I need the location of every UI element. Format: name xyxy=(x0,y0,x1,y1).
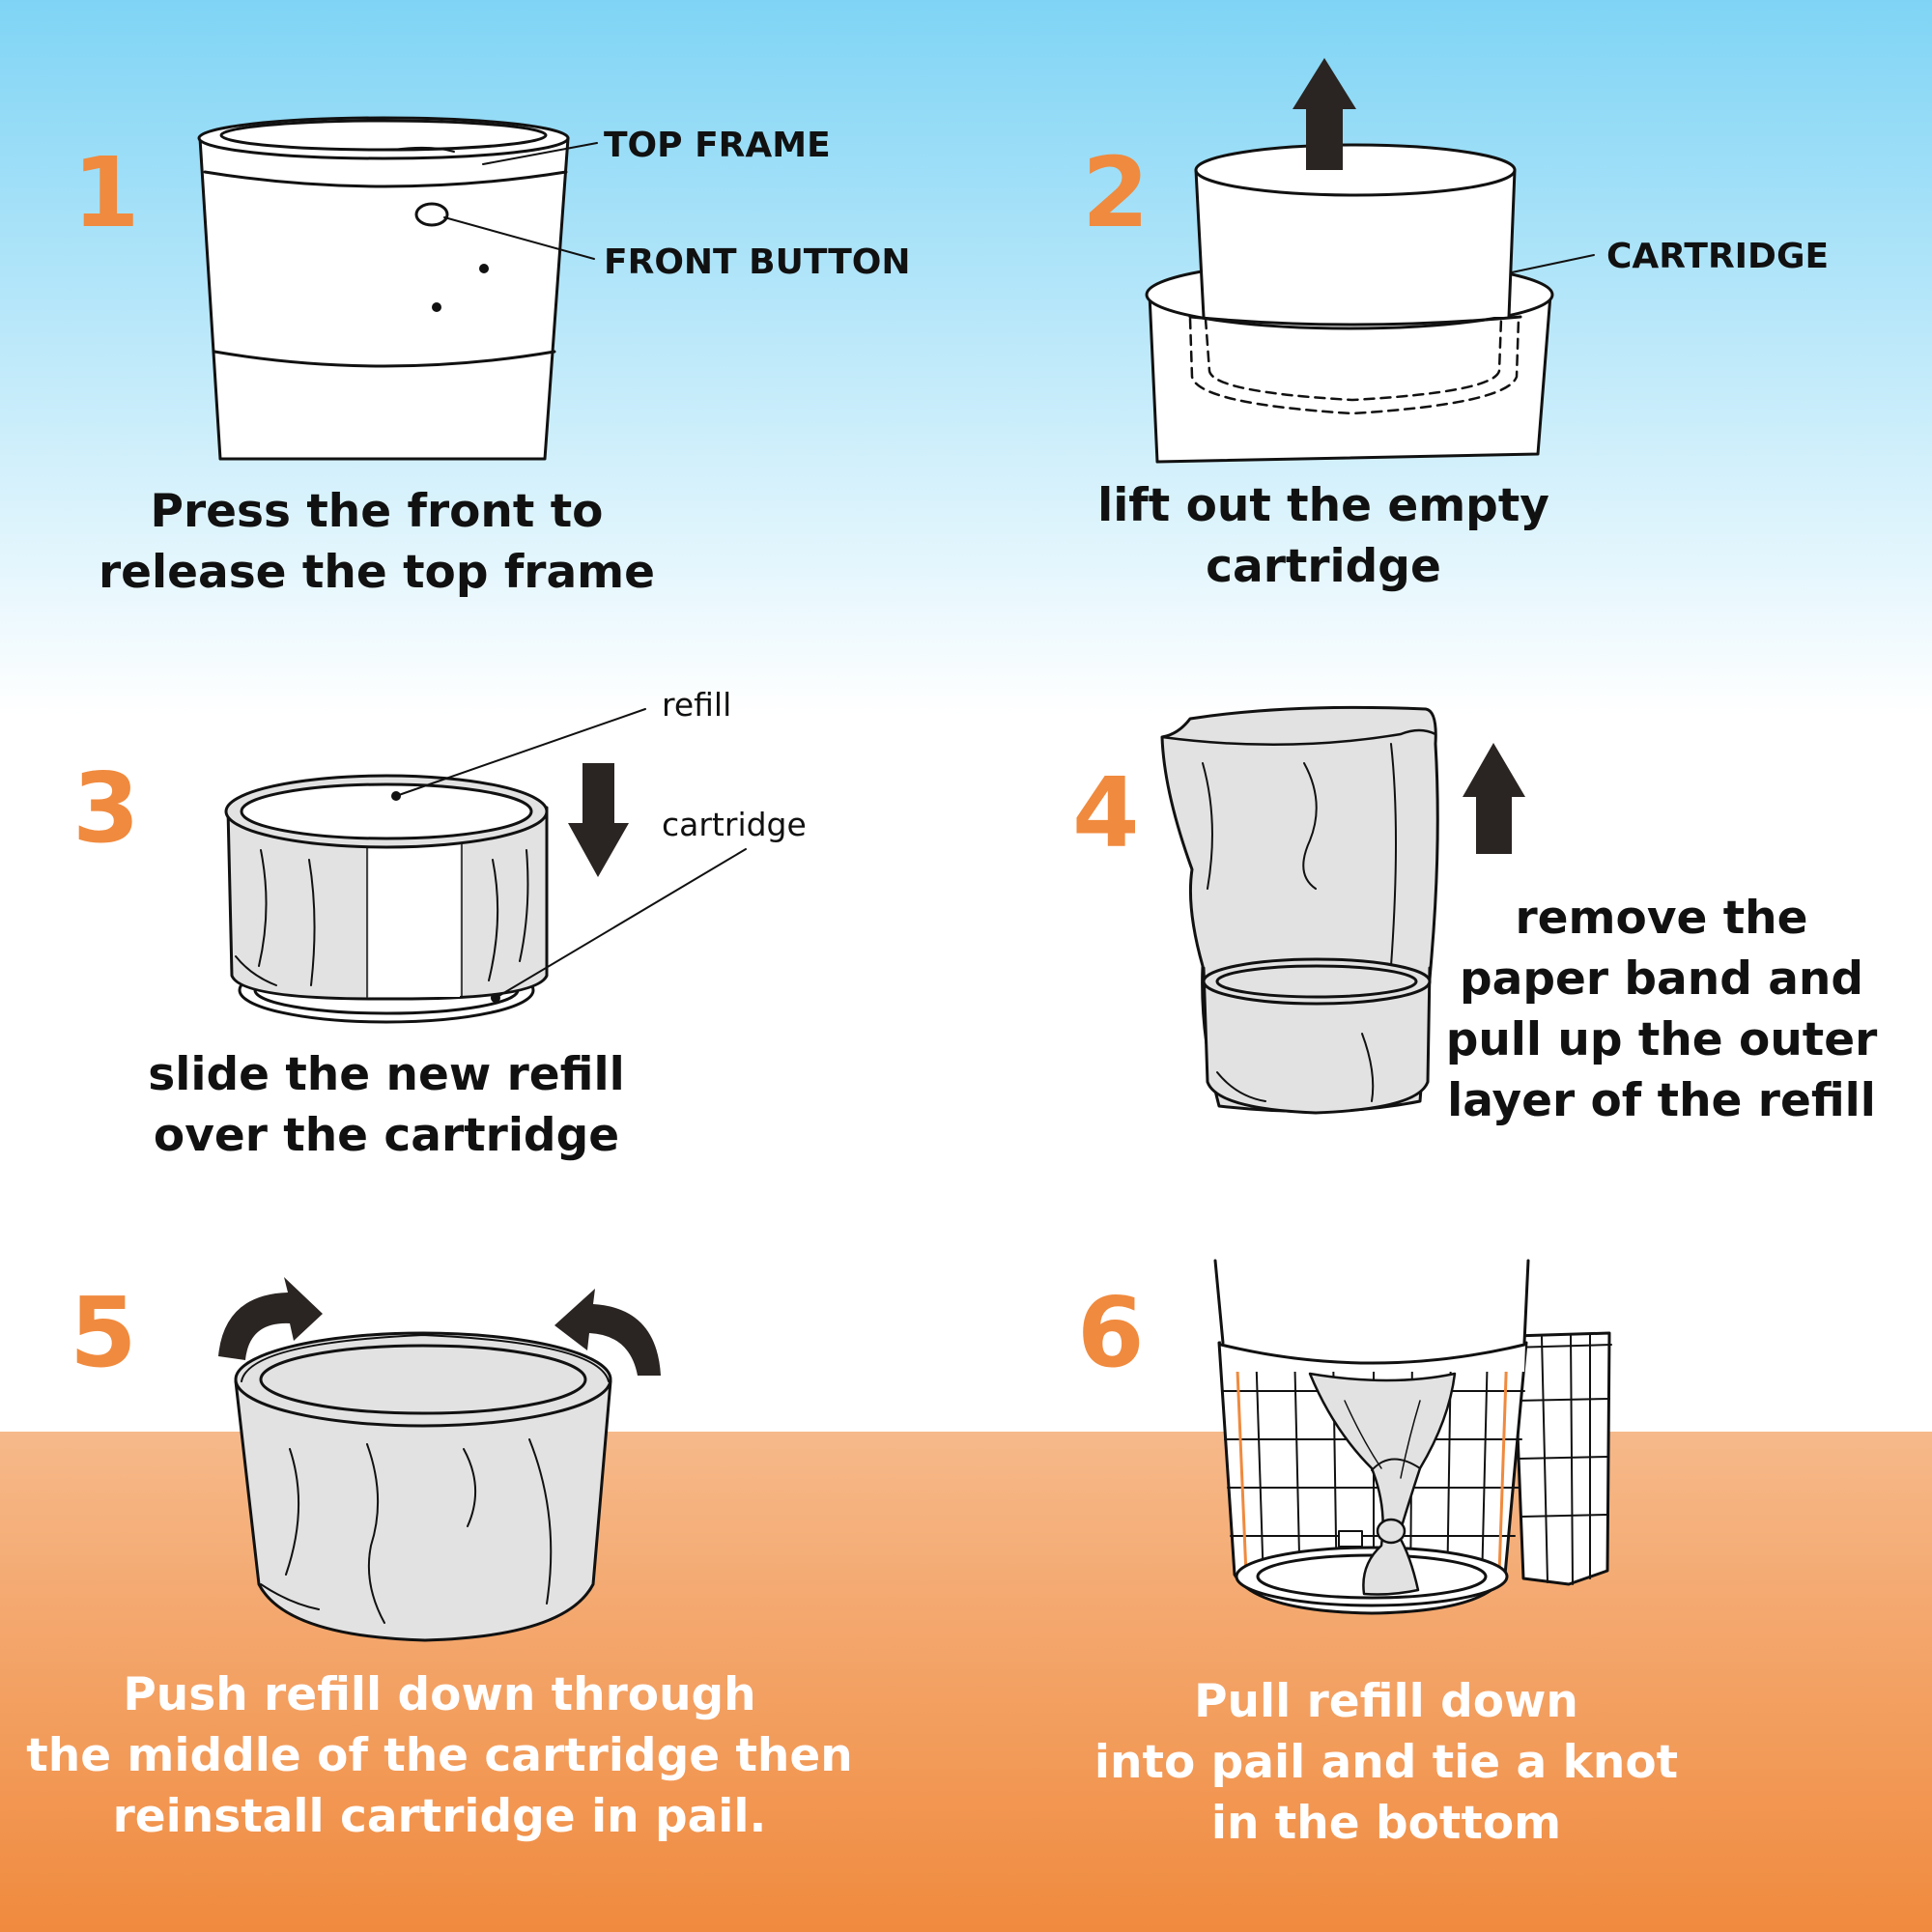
front-button-icon xyxy=(414,202,449,227)
step-number: 2 xyxy=(1082,136,1150,249)
label-cartridge: cartridge xyxy=(662,806,807,843)
caption-line: lift out the empty xyxy=(1097,479,1549,532)
label-front-button: FRONT BUTTON xyxy=(604,242,911,282)
step-number: 1 xyxy=(72,136,140,249)
knot-icon xyxy=(1376,1518,1406,1545)
step3-caption: slide the new refill over the cartridge xyxy=(126,1044,647,1166)
step3-refill-illustration xyxy=(224,708,747,1024)
caption-line: in the bottom xyxy=(1210,1797,1562,1850)
step-number: 3 xyxy=(72,752,140,865)
caption-line: over the cartridge xyxy=(153,1109,620,1162)
caption-line: Push refill down through xyxy=(123,1668,756,1721)
step4-refill-illustration xyxy=(1160,705,1525,1115)
caption-line: Press the front to xyxy=(150,485,604,538)
step-number: 6 xyxy=(1077,1276,1145,1389)
caption-line: pull up the outer xyxy=(1445,1013,1878,1066)
step1-pail-illustration xyxy=(197,116,598,461)
label-cartridge: CARTRIDGE xyxy=(1606,237,1830,276)
caption-line: paper band and xyxy=(1459,952,1864,1006)
step5-refill-illustration xyxy=(218,1277,661,1642)
step4-caption: remove the paper band and pull up the ou… xyxy=(1437,888,1886,1131)
up-arrow-icon xyxy=(1293,58,1356,170)
caption-line: remove the xyxy=(1515,892,1808,945)
up-arrow-icon xyxy=(1463,743,1525,854)
caption-line: reinstall cartridge in pail. xyxy=(112,1790,767,1843)
caption-line: release the top frame xyxy=(98,546,656,599)
step5-caption: Push refill down through the middle of t… xyxy=(19,1664,860,1847)
label-refill: refill xyxy=(662,686,732,724)
step6-pail-illustration xyxy=(1213,1259,1612,1615)
caption-line: cartridge xyxy=(1206,540,1441,593)
step2-caption: lift out the empty cartridge xyxy=(1082,475,1565,597)
step1-caption: Press the front to release the top frame xyxy=(87,481,667,603)
step6-caption: Pull refill down into pail and tie a kno… xyxy=(1072,1671,1700,1854)
step2-cartridge-illustration xyxy=(1145,58,1595,464)
caption-line: the middle of the cartridge then xyxy=(26,1729,853,1782)
caption-line: into pail and tie a knot xyxy=(1094,1736,1679,1789)
step-number: 4 xyxy=(1072,756,1140,869)
caption-line: layer of the refill xyxy=(1447,1074,1876,1127)
caption-line: Pull refill down xyxy=(1194,1675,1578,1728)
label-top-frame: TOP FRAME xyxy=(604,126,831,165)
curved-arrow-icon xyxy=(554,1289,661,1376)
curved-arrow-icon xyxy=(218,1277,323,1360)
caption-line: slide the new refill xyxy=(148,1048,625,1101)
down-arrow-icon xyxy=(568,763,629,877)
step-number: 5 xyxy=(70,1276,137,1389)
